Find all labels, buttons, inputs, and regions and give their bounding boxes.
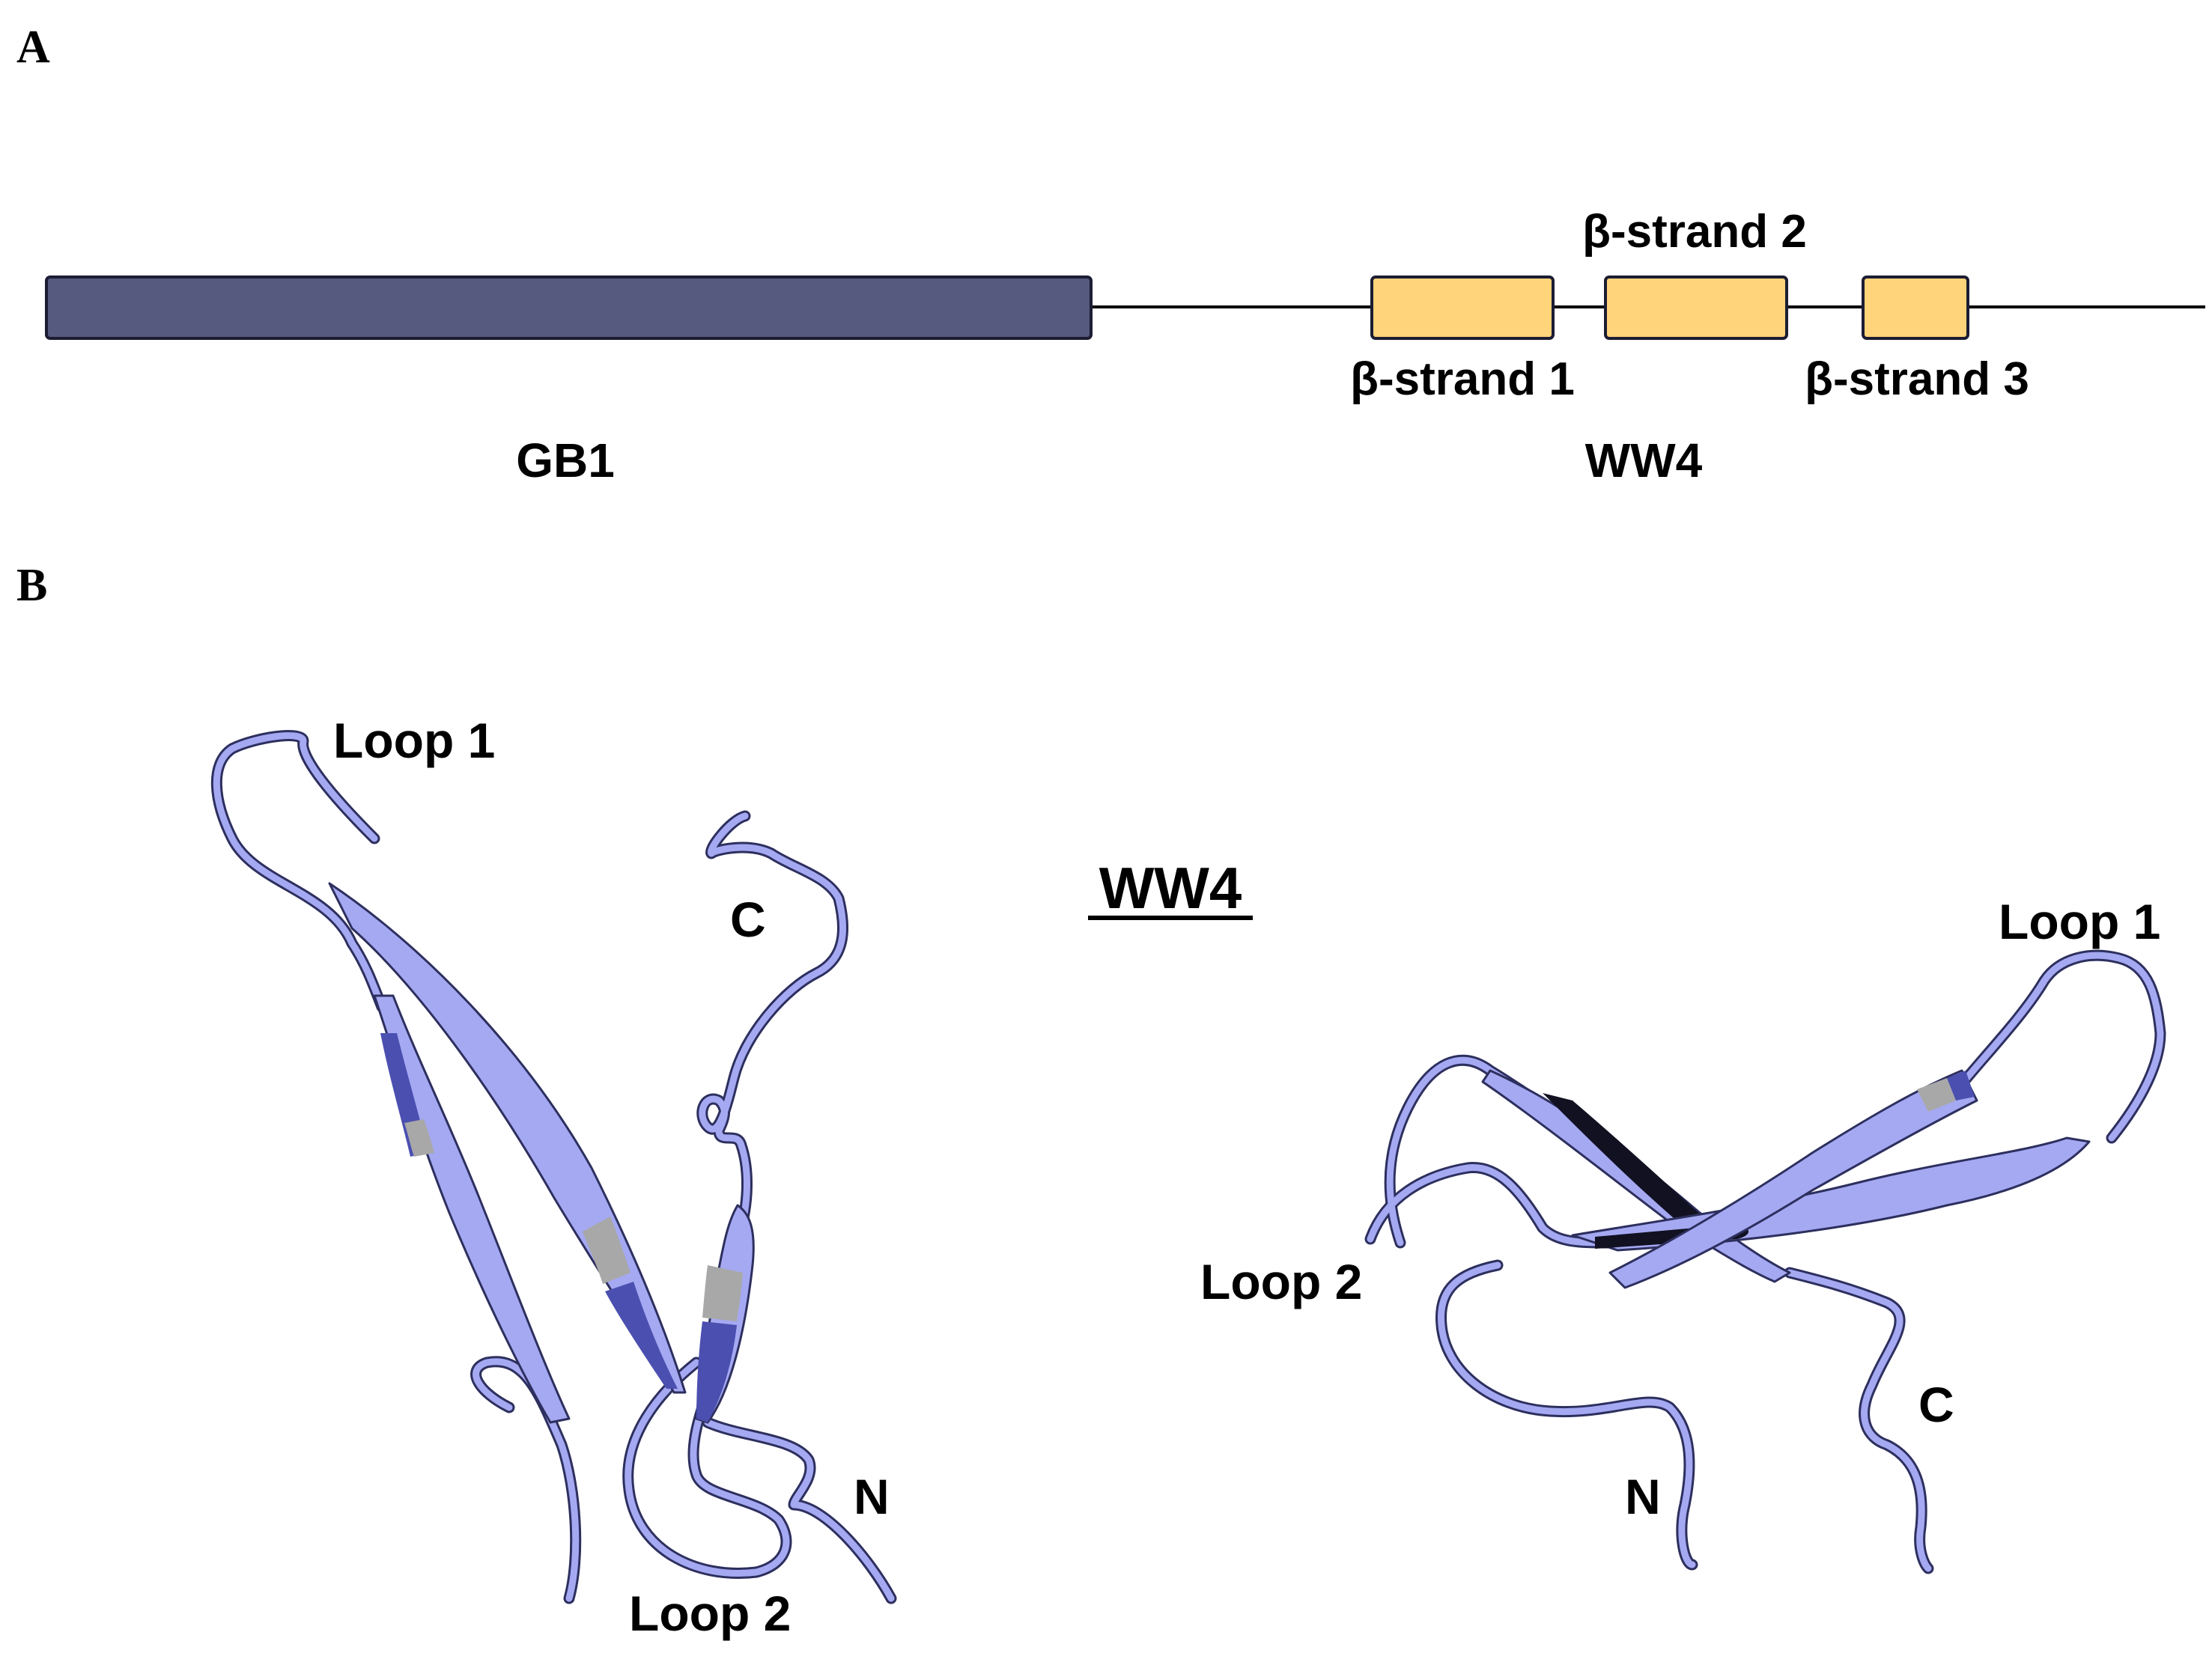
gb1-domain-box (45, 276, 1093, 340)
left-n-terminus-label: N (854, 1469, 890, 1524)
beta-strand-3-label: β-strand 3 (1805, 353, 2029, 405)
beta-strand-1-label: β-strand 1 (1350, 353, 1575, 405)
right-strand-3-grey (1917, 1078, 1956, 1112)
right-loop2-label: Loop 2 (1200, 1254, 1362, 1309)
left-strand-2-grey (583, 1217, 631, 1284)
beta-strand-1-box (1370, 276, 1555, 340)
beta-strand-3-box (1862, 276, 1969, 340)
gb1-label: GB1 (516, 433, 615, 487)
ww4-domain-label: WW4 (1585, 433, 1703, 487)
panel-a: A β-strand 2 β-strand 1 β-strand 3 GB1 W… (16, 22, 2205, 487)
right-c-terminus-label: C (1918, 1377, 1954, 1432)
left-strand-3-grey (702, 1265, 743, 1321)
right-ww4-structure (1364, 949, 2166, 1574)
left-ww4-structure (210, 730, 897, 1604)
right-strand-3-shade (1947, 1071, 1975, 1101)
left-loop1-label: Loop 1 (333, 713, 495, 768)
panel-b-letter: B (16, 560, 47, 611)
left-strand-1-grey (404, 1119, 434, 1157)
left-strand-3-shade (696, 1321, 737, 1422)
right-coil-fill (1367, 952, 2164, 1572)
right-n-terminus-label: N (1625, 1469, 1661, 1524)
left-loop2-label: Loop 2 (629, 1586, 791, 1641)
beta-strand-2-label: β-strand 2 (1582, 206, 1807, 258)
panel-a-letter: A (16, 22, 50, 73)
ww4-structure-title: WW4 (1099, 855, 1242, 921)
right-loop1-label: Loop 1 (1999, 894, 2160, 949)
left-c-terminus-label: C (730, 892, 766, 947)
right-strand-1-shade (1543, 1093, 1715, 1228)
panel-b: B WW4 (16, 560, 2166, 1641)
beta-strand-2-box (1604, 276, 1788, 340)
left-strand-2-shade (605, 1282, 678, 1389)
